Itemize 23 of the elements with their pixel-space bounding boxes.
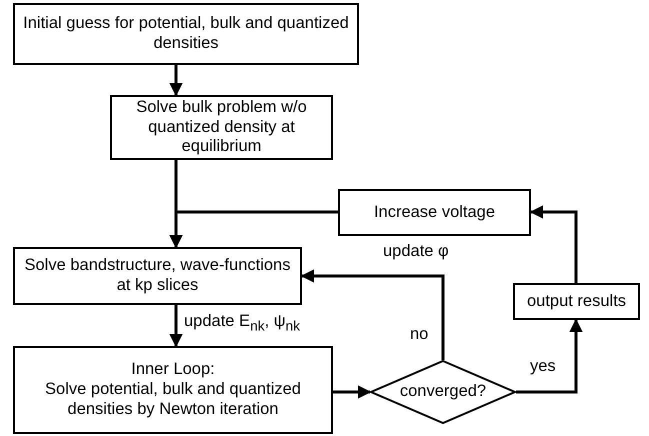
- box-text: converged?: [400, 382, 486, 402]
- box-text: Solve bulk problem w/o quantized density at equilibrium: [135, 98, 308, 158]
- note-label: update φ: [381, 242, 451, 261]
- process-box: [110, 95, 333, 160]
- box-heading: Inner Loop:: [131, 360, 215, 380]
- arrow: [530, 205, 578, 283]
- arrow: [169, 305, 183, 348]
- arrow: [169, 210, 338, 248]
- box-text: output results: [526, 292, 626, 312]
- decision-diamond: [370, 360, 516, 424]
- box-text: Increase voltage: [374, 202, 496, 222]
- process-box: [13, 346, 333, 434]
- process-box: [338, 189, 531, 236]
- arrow: [516, 318, 583, 394]
- box-text: Initial guess for potential, bulk and quantized densities: [22, 14, 350, 54]
- arrow: [333, 385, 372, 399]
- box-text: Solve bandstructure, wave-functions at kp slices: [24, 256, 292, 296]
- process-box: [13, 247, 302, 305]
- box-text: Solve potential, bulk and quantized densities by Newton iteration: [44, 380, 302, 420]
- process-box: [13, 3, 359, 65]
- arrow: [169, 65, 183, 96]
- arrow: [300, 269, 444, 360]
- process-box: [513, 283, 640, 320]
